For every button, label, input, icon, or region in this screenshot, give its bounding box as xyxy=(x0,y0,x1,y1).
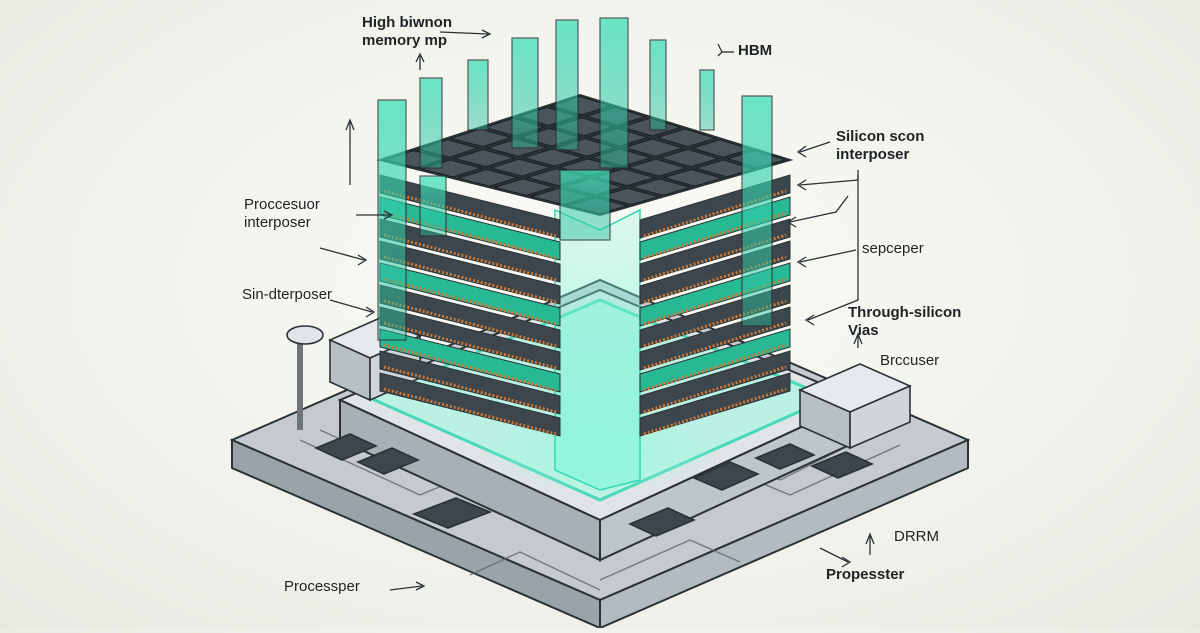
label-silicon-interposer-line1: Silicon scon xyxy=(836,128,925,145)
die-tile xyxy=(598,187,661,206)
die-tile xyxy=(456,168,520,187)
die-tile xyxy=(662,168,724,187)
stack-layer-right xyxy=(639,328,791,393)
glass-fin xyxy=(599,17,629,169)
copper-pins-left xyxy=(383,211,557,260)
pointer-lines xyxy=(319,29,875,591)
glass-fins xyxy=(377,17,773,341)
stack-layer-right xyxy=(639,372,791,437)
label-hbm: HBM xyxy=(738,42,773,59)
label-through-silicon-vias-line2: Vias xyxy=(848,322,879,339)
copper-pins-left xyxy=(383,365,557,414)
memory-stack-left-face xyxy=(379,174,561,437)
copper-pins-left xyxy=(383,277,557,326)
glass-fin xyxy=(699,69,715,131)
glass-fin xyxy=(559,169,611,241)
copper-pins-left xyxy=(383,255,557,304)
label-sin-interposer: Sin-dterposer xyxy=(242,286,333,303)
label-processper: Processper xyxy=(284,578,360,595)
tsv-beam xyxy=(554,208,641,491)
glass-fin xyxy=(419,77,443,169)
copper-pins-right xyxy=(643,365,787,414)
label-silicon-interposer-line2: interposer xyxy=(836,146,910,163)
die-tile xyxy=(658,148,720,168)
glass-fin xyxy=(511,37,539,149)
die-tile xyxy=(449,128,513,148)
copper-pins-right xyxy=(643,343,787,392)
die-tile xyxy=(630,178,692,196)
die-tile xyxy=(655,128,717,148)
label-sepceper: sepceper xyxy=(862,240,924,257)
glass-fin xyxy=(467,59,489,131)
die-tile xyxy=(623,138,685,157)
stack-layer-left xyxy=(379,328,561,393)
die-tile xyxy=(452,148,516,168)
die-tile xyxy=(522,148,585,167)
copper-pins-left xyxy=(383,343,557,392)
copper-pins-left xyxy=(383,387,557,436)
label-high-bandwidth-line2: memory mp xyxy=(362,32,448,49)
copper-pins-left xyxy=(383,321,557,370)
die-tile xyxy=(493,178,556,196)
die-tile xyxy=(489,158,552,177)
label-drrm: DRRM xyxy=(894,528,939,545)
glass-fin xyxy=(377,99,407,341)
glass-fin xyxy=(555,19,579,151)
label-high-bandwidth-line1: High biwnon xyxy=(362,14,452,31)
glass-fin xyxy=(649,39,667,131)
copper-pins-right xyxy=(643,321,787,370)
glass-fin xyxy=(419,175,447,237)
stack-layer-left xyxy=(379,350,561,415)
copper-pins-left xyxy=(383,233,557,282)
copper-pins-right xyxy=(643,387,787,436)
label-brccuser: Brccuser xyxy=(880,352,940,369)
label-propesster: Propesster xyxy=(826,566,905,583)
stack-layer-left xyxy=(379,372,561,437)
die-tile xyxy=(626,158,688,177)
label-processor-interposer-line1: Proccesuor xyxy=(244,196,320,213)
glass-fin xyxy=(741,95,773,327)
stack-layer-right xyxy=(639,350,791,415)
copper-pins-left xyxy=(383,189,557,238)
copper-pins-left xyxy=(383,299,557,348)
label-through-silicon-vias-line1: Through-silicon xyxy=(848,304,962,321)
label-processor-interposer-line2: interposer xyxy=(244,214,311,231)
